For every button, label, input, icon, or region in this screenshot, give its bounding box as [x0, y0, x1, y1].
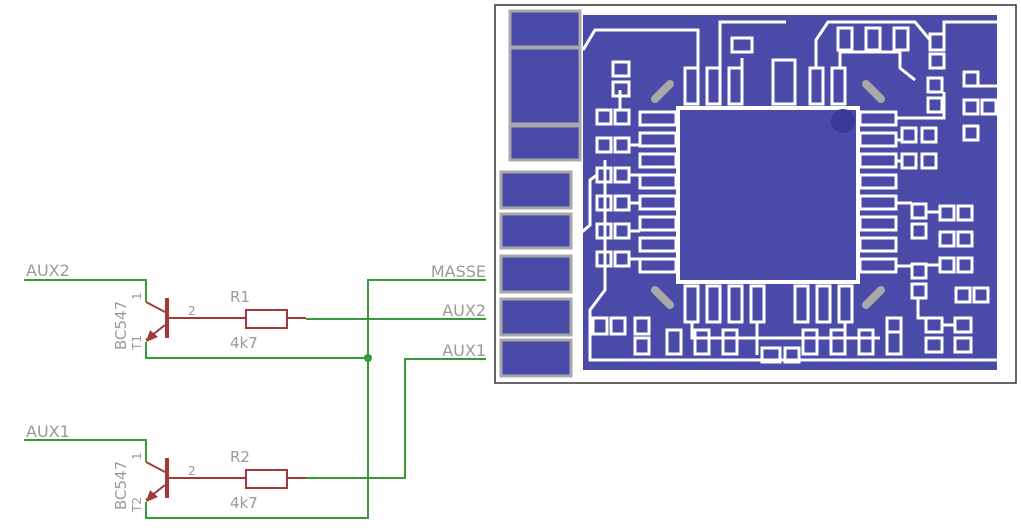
junction-dot: [364, 354, 372, 362]
t2-part-label: BC547: [112, 461, 130, 510]
t1-part-label: BC547: [112, 301, 130, 350]
transistor-t1: [145, 298, 205, 342]
resistor-r1: [205, 309, 306, 329]
pcb-board: [494, 4, 1017, 384]
chip-pins-left: [638, 110, 678, 274]
net-label-masse: MASSE: [431, 262, 486, 281]
wire-aux1-output: [306, 358, 486, 479]
t1-pin1-label: 1: [130, 292, 144, 300]
wire-masse: [145, 279, 486, 519]
net-label-aux2-output: AUX2: [442, 301, 486, 320]
chip-pins-top: [683, 58, 847, 106]
transistor-t2: [145, 458, 205, 502]
r1-value-label: 4k7: [230, 334, 258, 352]
t1-pin2-label: 2: [188, 304, 196, 318]
net-label-aux1-output: AUX1: [442, 341, 486, 360]
board-traces: [572, 20, 1000, 362]
wire-aux2-input: [24, 279, 147, 302]
r2-value-label: 4k7: [230, 494, 258, 512]
chip-pin1-dot: [831, 109, 855, 133]
chip-body: [676, 106, 860, 284]
connector-pads-top: [508, 9, 582, 162]
connector-pads-bottom: [499, 170, 573, 378]
net-label-aux2-input: AUX2: [26, 261, 70, 280]
t2-pin1-label: 1: [130, 452, 144, 460]
chip-pins-bottom: [683, 284, 854, 324]
t2-name-label: T2: [130, 497, 144, 513]
chip-pins-right: [858, 110, 898, 274]
wire-aux1-input: [24, 439, 147, 462]
net-label-aux1-input: AUX1: [26, 422, 70, 441]
chip-corner-marks: [651, 80, 885, 309]
t2-pin2-label: 2: [188, 464, 196, 478]
r2-name-label: R2: [230, 448, 250, 466]
resistor-r2: [205, 469, 306, 489]
r1-name-label: R1: [230, 288, 250, 306]
wire-masse-t1-emitter: [145, 342, 368, 359]
t1-name-label: T1: [130, 335, 144, 351]
schematic: AUX2 AUX1 BC547 T1 1 2 BC547 T2 1 2: [24, 261, 486, 519]
